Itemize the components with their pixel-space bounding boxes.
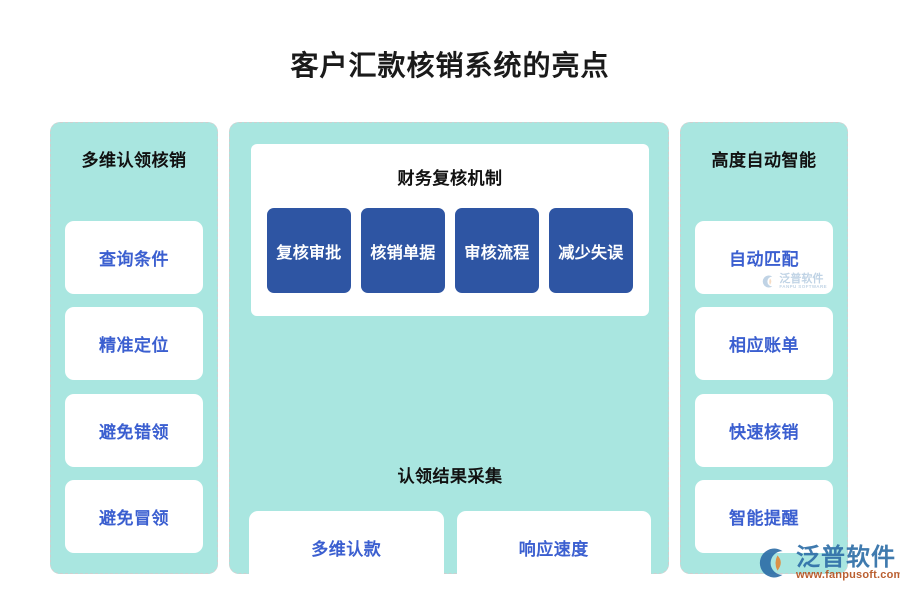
- left-panel-card-list: 查询条件 精准定位 避免错领 避免冒领: [65, 221, 203, 553]
- list-item-label: 避免错领: [99, 422, 169, 442]
- list-item[interactable]: 集中管理: [249, 598, 444, 600]
- list-item[interactable]: 多维认款: [249, 511, 444, 584]
- finance-review-title: 财务复核机制: [397, 169, 503, 188]
- list-item-label: 智能提醒: [729, 508, 799, 528]
- highlight-box[interactable]: 减少失误: [549, 208, 633, 293]
- left-panel: 多维认领核销 查询条件 精准定位 避免错领 避免冒领: [50, 122, 218, 574]
- list-item-label: 相应账单: [729, 336, 799, 356]
- fanpu-watermark: 泛普软件 FANPU SOFTWARE: [761, 272, 827, 290]
- finance-review-box-row: 复核审批 核销单据 审核流程 减少失误: [267, 208, 633, 293]
- right-panel-card-list: 自动匹配 泛普软件 FANPU SOFTWARE 相应账单 快速核销: [695, 221, 833, 553]
- watermark-sub: FANPU SOFTWARE: [779, 283, 827, 289]
- list-item-label: 响应速度: [518, 540, 589, 559]
- center-panel: 财务复核机制 复核审批 核销单据 审核流程 减少失误 认领结果采集 多维认款 响…: [229, 122, 669, 600]
- list-item-label: 自动匹配: [729, 250, 799, 269]
- logo-url: www.fanpusoft.com: [796, 569, 900, 582]
- list-item[interactable]: 避免错领: [65, 393, 203, 467]
- list-item-label: 查询条件: [99, 250, 169, 269]
- highlight-box[interactable]: 审核流程: [455, 208, 539, 293]
- list-item[interactable]: 响应速度: [456, 511, 651, 584]
- center-panel-card-grid: 多维认款 响应速度 集中管理 实时查款: [249, 511, 651, 600]
- list-item[interactable]: 快速核销: [695, 393, 833, 467]
- fanpu-logo: 泛普软件 www.fanpusoft.com: [757, 545, 900, 582]
- list-item[interactable]: 实时查款: [456, 598, 651, 600]
- list-item-label: 避免冒领: [99, 508, 169, 528]
- list-item[interactable]: 精准定位: [65, 307, 203, 381]
- right-panel: 高度自动智能 自动匹配 泛普软件 FANPU SOFTWARE 相应账单: [680, 122, 848, 574]
- list-item-label: 精准定位: [99, 336, 169, 356]
- fanpu-logo-icon: [763, 275, 773, 288]
- list-item[interactable]: 查询条件: [65, 221, 203, 294]
- left-panel-heading: 多维认领核销: [81, 151, 187, 170]
- list-item[interactable]: 自动匹配 泛普软件 FANPU SOFTWARE: [695, 221, 833, 294]
- center-panel-subheading: 认领结果采集: [397, 467, 503, 486]
- list-item[interactable]: 避免冒领: [65, 479, 203, 553]
- fanpu-logo-icon: [759, 548, 783, 578]
- list-item-label: 多维认款: [311, 540, 382, 559]
- logo-name: 泛普软件: [796, 544, 896, 571]
- highlight-box[interactable]: 核销单据: [361, 208, 445, 293]
- right-panel-heading: 高度自动智能: [711, 151, 817, 170]
- list-item[interactable]: 智能提醒: [695, 479, 833, 553]
- list-item[interactable]: 相应账单: [695, 307, 833, 381]
- highlight-box[interactable]: 复核审批: [267, 208, 351, 293]
- page-title: 客户汇款核销系统的亮点: [290, 50, 610, 81]
- list-item-label: 快速核销: [729, 422, 799, 442]
- watermark-name: 泛普软件: [779, 272, 824, 285]
- finance-review-card: 财务复核机制 复核审批 核销单据 审核流程 减少失误: [251, 144, 649, 316]
